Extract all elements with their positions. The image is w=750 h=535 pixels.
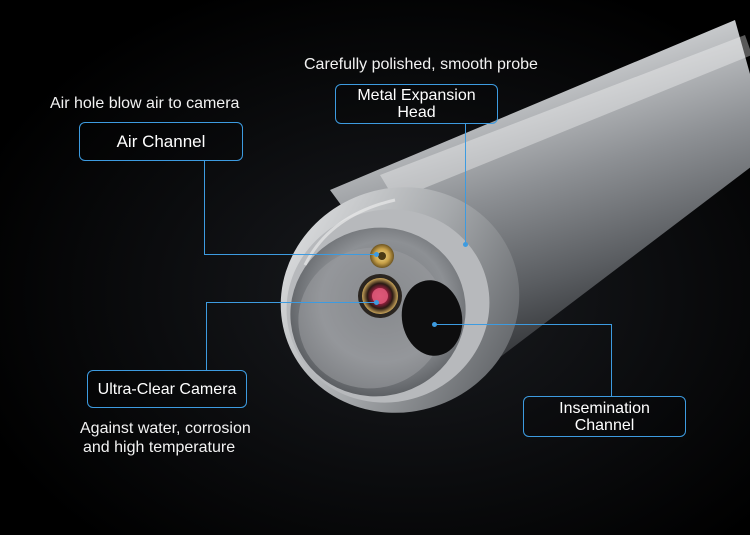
insemination-line1: Insemination	[559, 399, 650, 417]
metal-head-leader-dot	[463, 242, 468, 247]
camera-leader-dot	[374, 300, 379, 305]
air-channel-leader-vertical	[204, 161, 205, 255]
ultra-clear-camera-label: Ultra-Clear Camera	[87, 370, 247, 408]
metal-expansion-head-label: Metal Expansion Head	[335, 84, 498, 124]
camera-leader-horizontal	[206, 302, 376, 303]
metal-head-leader-line	[465, 124, 466, 244]
air-channel-label: Air Channel	[79, 122, 243, 161]
metal-head-line1: Metal Expansion	[357, 87, 476, 104]
air-channel-leader-horizontal	[204, 254, 376, 255]
insemination-leader-horizontal	[435, 324, 612, 325]
air-hole-caption: Air hole blow air to camera	[50, 95, 240, 112]
polished-probe-caption: Carefully polished, smooth probe	[304, 56, 538, 73]
insemination-leader-dot	[432, 322, 437, 327]
insemination-channel-label: Insemination Channel	[523, 396, 686, 437]
metal-head-line2: Head	[397, 104, 436, 121]
air-channel-leader-dot	[374, 252, 379, 257]
resistance-caption-line2: and high temperature	[83, 439, 236, 456]
resistance-caption-line1: Against water, corrosion	[80, 420, 251, 437]
insemination-line2: Channel	[574, 416, 635, 434]
camera-leader-vertical	[206, 302, 207, 370]
insemination-leader-vertical	[611, 324, 612, 396]
